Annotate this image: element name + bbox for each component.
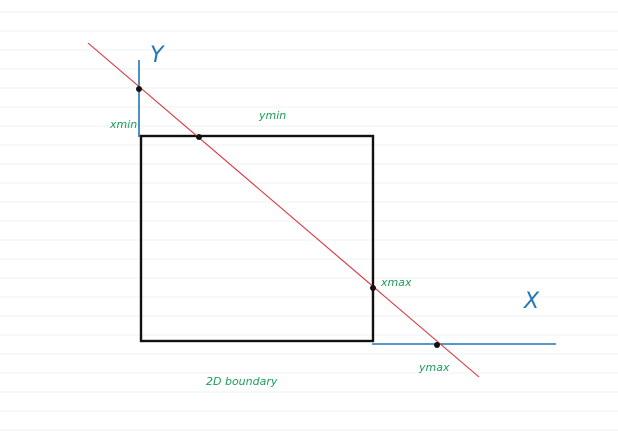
ymax-label: ymax	[418, 361, 450, 374]
clip-line	[87, 42, 480, 378]
intersection-point-xmin	[136, 86, 142, 92]
intersection-point-ymin	[196, 134, 202, 140]
ymin-label: ymin	[258, 109, 286, 122]
boundary-label: 2D boundary	[206, 375, 278, 388]
paper-ruled-lines	[0, 11, 618, 431]
xmax-label: xmax	[380, 276, 412, 289]
y-axis-label: Y	[150, 43, 165, 68]
x-axis-label: X	[523, 289, 540, 314]
boundary-rectangle	[139, 134, 375, 343]
xmin-label: xmin	[109, 118, 137, 131]
intersection-point-ymax	[434, 342, 440, 348]
intersection-point-xmax	[370, 285, 376, 291]
